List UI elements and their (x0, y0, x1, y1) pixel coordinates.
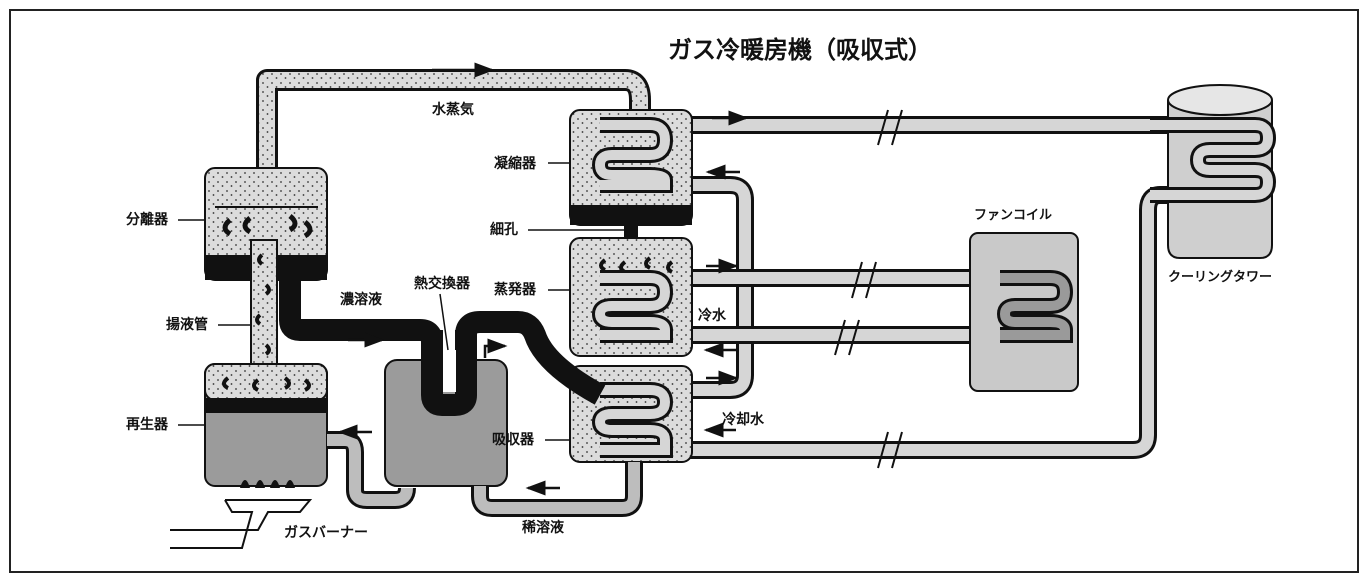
label-orifice: 細孔 (490, 222, 518, 238)
flow-arrows (337, 62, 749, 496)
label-cooling-tower: クーリングタワー (1168, 270, 1273, 285)
cooling-tower (1150, 84, 1277, 259)
label-regenerator: 再生器 (126, 417, 168, 433)
label-gas-burner: ガスバーナー (284, 525, 368, 541)
label-condenser: 凝縮器 (494, 156, 536, 172)
label-heat-exchanger: 熱交換器 (414, 276, 470, 292)
label-separator: 分離器 (126, 212, 168, 228)
figure-frame (9, 9, 1359, 573)
fan-coil-unit (969, 232, 1079, 392)
page-title: ガス冷暖房機（吸収式） (668, 36, 932, 64)
label-dilute-solution: 稀溶液 (522, 520, 564, 536)
label-concentrated-solution: 濃溶液 (340, 292, 382, 308)
vapor-pipe (256, 69, 651, 168)
label-fan-coil: ファンコイル (974, 208, 1053, 223)
label-water-vapor: 水蒸気 (432, 102, 474, 118)
leader-lines (178, 162, 624, 441)
regenerator (204, 363, 328, 487)
lift-pipe (250, 239, 278, 371)
label-absorber: 吸収器 (492, 432, 534, 448)
label-evaporator: 蒸発器 (494, 282, 536, 298)
label-chilled-water: 冷水 (698, 308, 726, 324)
evaporator (569, 237, 693, 357)
cooling-water-pipes (600, 109, 1255, 469)
heat-exchanger (384, 330, 508, 487)
gas-burner (170, 480, 313, 549)
label-lift-pipe: 揚液管 (166, 317, 208, 333)
condenser (569, 109, 693, 226)
label-cooling-water: 冷却水 (722, 412, 764, 428)
dilute-solution-pipe (327, 431, 643, 517)
